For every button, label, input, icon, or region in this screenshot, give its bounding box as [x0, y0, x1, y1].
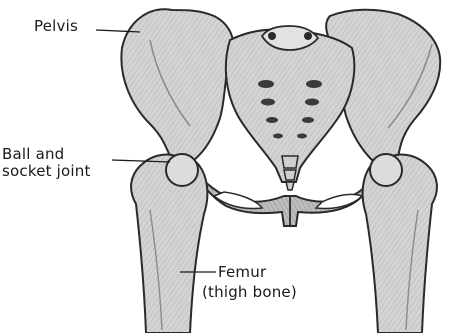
left-femur — [131, 154, 207, 333]
femur-sublabel: (thigh bone) — [202, 284, 297, 301]
femur-label: Femur — [218, 264, 266, 281]
ball-socket-label-line2: socket joint — [2, 163, 91, 180]
right-femoral-head — [370, 154, 402, 186]
ball-socket-joint-label: Ball and socket joint — [2, 146, 91, 180]
ball-socket-label-line1: Ball and — [2, 146, 91, 163]
pelvis-label: Pelvis — [34, 18, 78, 35]
coccyx — [282, 156, 298, 190]
left-femoral-head — [166, 154, 198, 186]
